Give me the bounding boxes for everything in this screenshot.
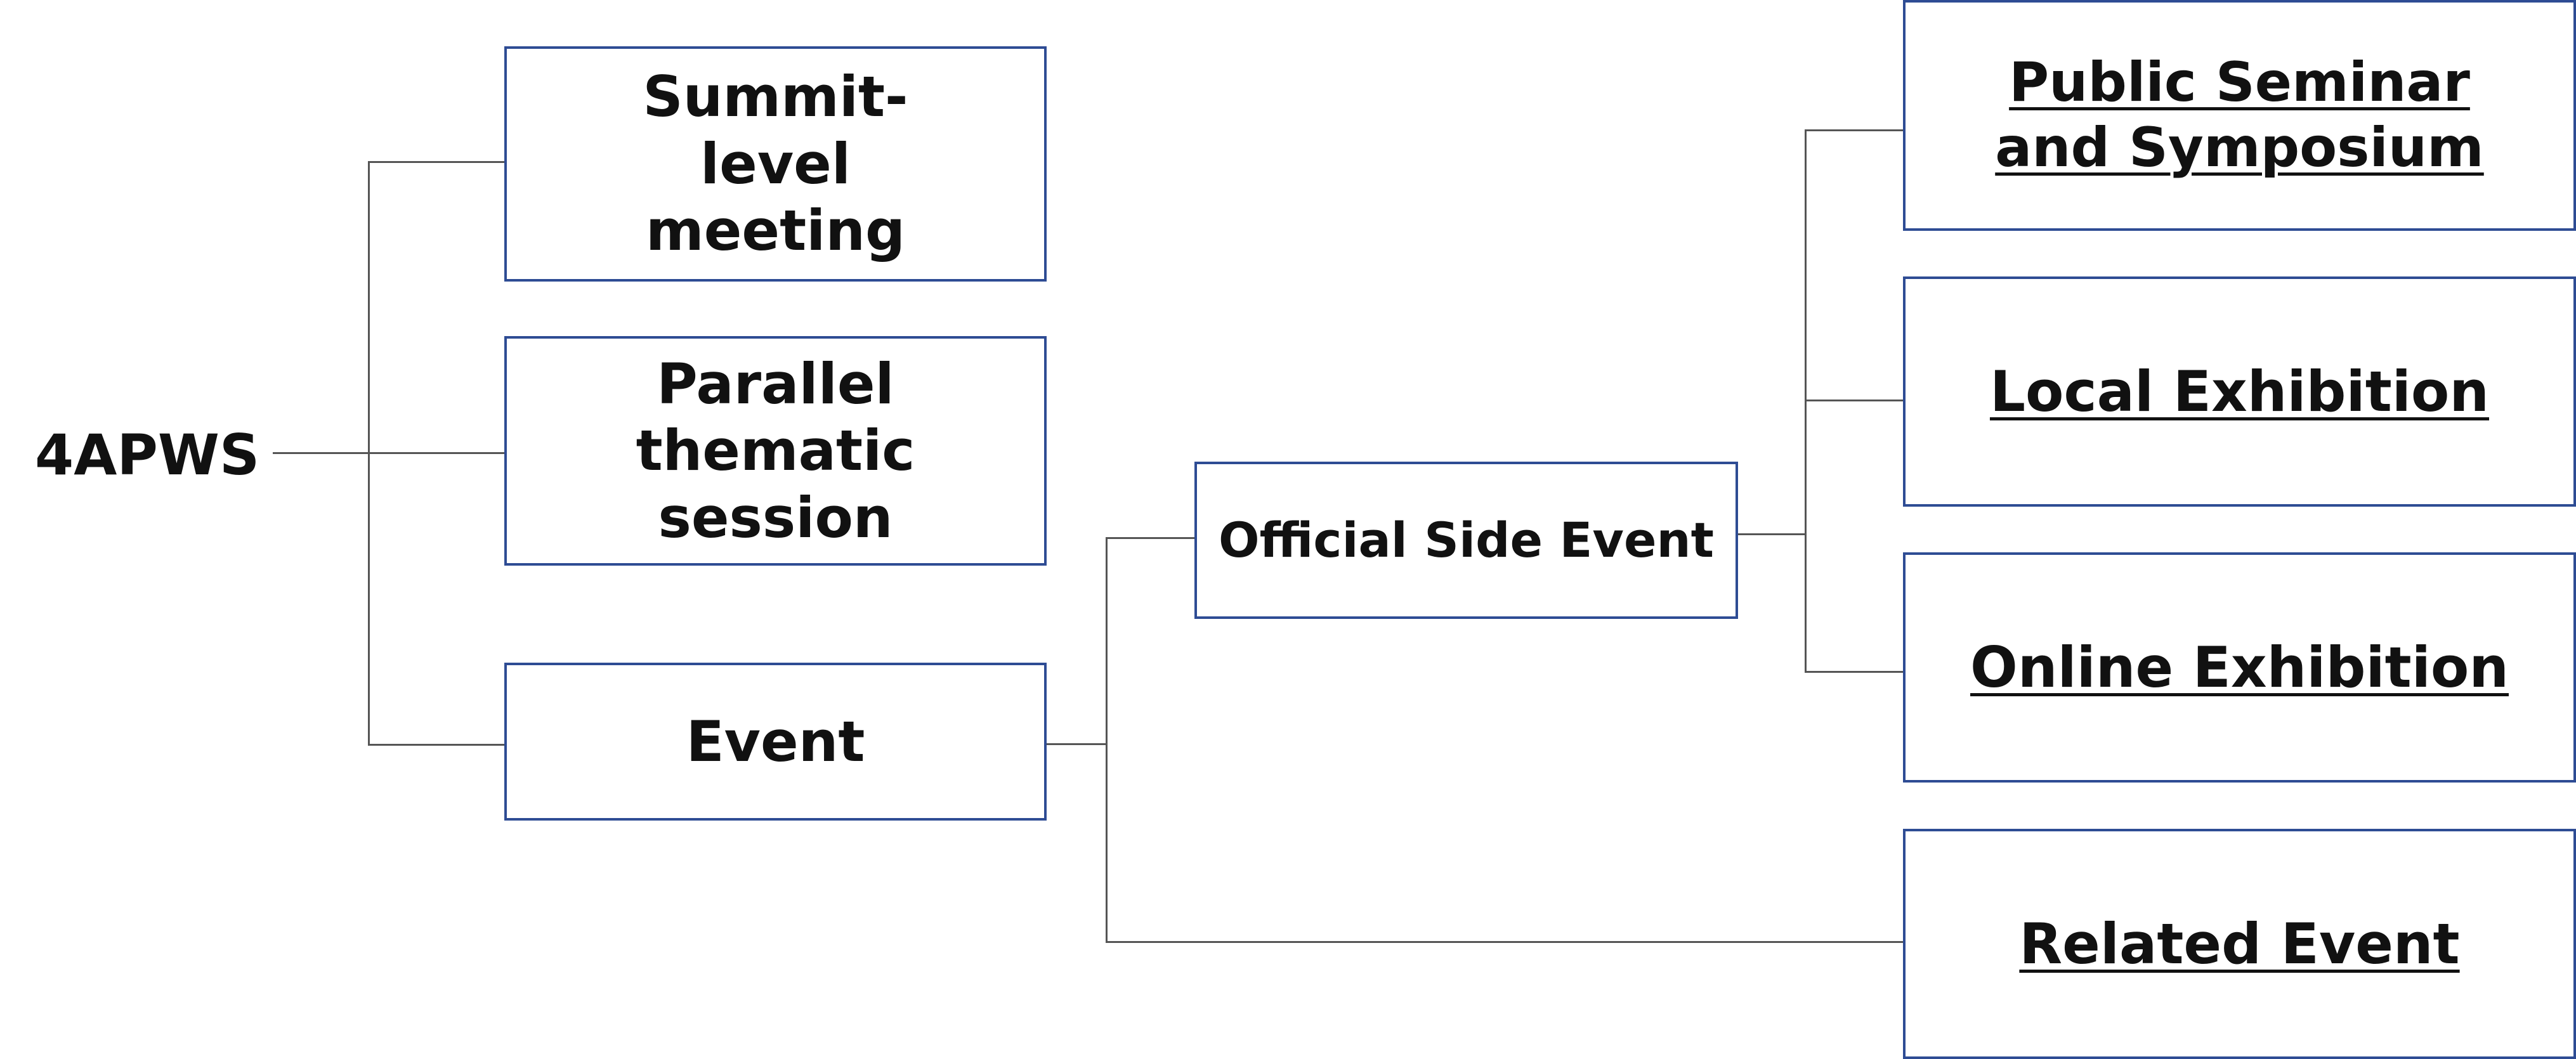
node-related-event[interactable]: Related Event [1903, 829, 2576, 1059]
node-local-exhibition[interactable]: Local Exhibition [1903, 276, 2576, 507]
connector-local-exhibition [1805, 400, 1903, 401]
node-summit-level-meeting: Summit-level meeting [504, 46, 1047, 282]
connector-root-stem [273, 452, 369, 454]
connector-official-side-event [1106, 537, 1194, 539]
node-parallel-thematic-session: Parallel thematic session [504, 336, 1047, 566]
connector-event-spine [1106, 537, 1108, 943]
node-label: Event [686, 708, 865, 774]
connector-related-event [1106, 941, 1903, 943]
public-seminar-link[interactable]: Public Seminar and Symposium [1995, 50, 2484, 179]
online-exhibition-link[interactable]: Online Exhibition [1970, 634, 2509, 700]
connector-event-stem [1045, 743, 1108, 745]
connector-parallel [368, 452, 504, 454]
node-label: Official Side Event [1219, 512, 1714, 569]
node-event: Event [504, 663, 1047, 821]
related-event-link[interactable]: Related Event [2019, 911, 2460, 977]
node-label: Parallel thematic session [636, 351, 915, 550]
node-label: Summit-level meeting [643, 64, 908, 264]
connector-side-stem [1737, 533, 1807, 535]
connector-summit [368, 161, 504, 163]
node-public-seminar-and-symposium[interactable]: Public Seminar and Symposium [1903, 0, 2576, 231]
connector-online-exhibition [1805, 671, 1903, 673]
node-online-exhibition[interactable]: Online Exhibition [1903, 552, 2576, 783]
local-exhibition-link[interactable]: Local Exhibition [1989, 358, 2490, 424]
connector-event [368, 744, 504, 746]
connector-public-seminar [1805, 129, 1903, 131]
root-node-label: 4APWS [35, 422, 260, 488]
node-official-side-event: Official Side Event [1194, 462, 1738, 619]
